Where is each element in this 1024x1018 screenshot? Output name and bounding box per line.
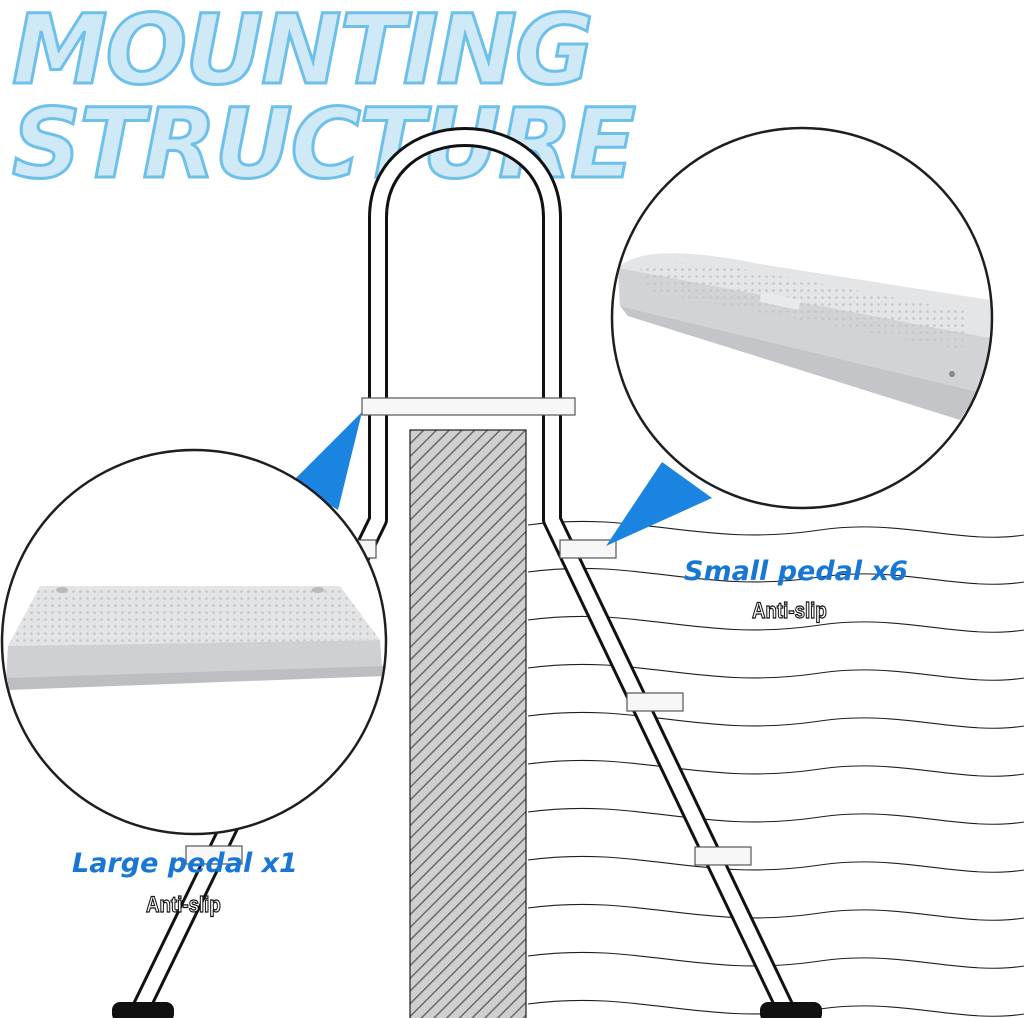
small-pedal-label: Small pedal x6 xyxy=(684,556,908,587)
title-line-1: MOUNTING xyxy=(11,0,596,106)
small-pedal-image xyxy=(618,253,992,420)
pointer-left xyxy=(292,412,362,510)
large-pedal-image xyxy=(6,586,384,690)
small-pedal-zoom xyxy=(610,126,994,510)
ladder-frame xyxy=(130,127,796,1018)
pool-wall xyxy=(409,429,527,1018)
small-pedal-feature: Anti-slip xyxy=(751,597,827,623)
large-pedal-label: Large pedal x1 xyxy=(72,848,298,879)
ladder-feet xyxy=(112,1002,822,1018)
top-bar xyxy=(361,397,576,416)
water-waves xyxy=(527,520,1024,1017)
large-pedal-zoom xyxy=(0,448,388,836)
large-pedal-feature: Anti-slip xyxy=(145,891,221,917)
pointer-right xyxy=(606,462,712,546)
